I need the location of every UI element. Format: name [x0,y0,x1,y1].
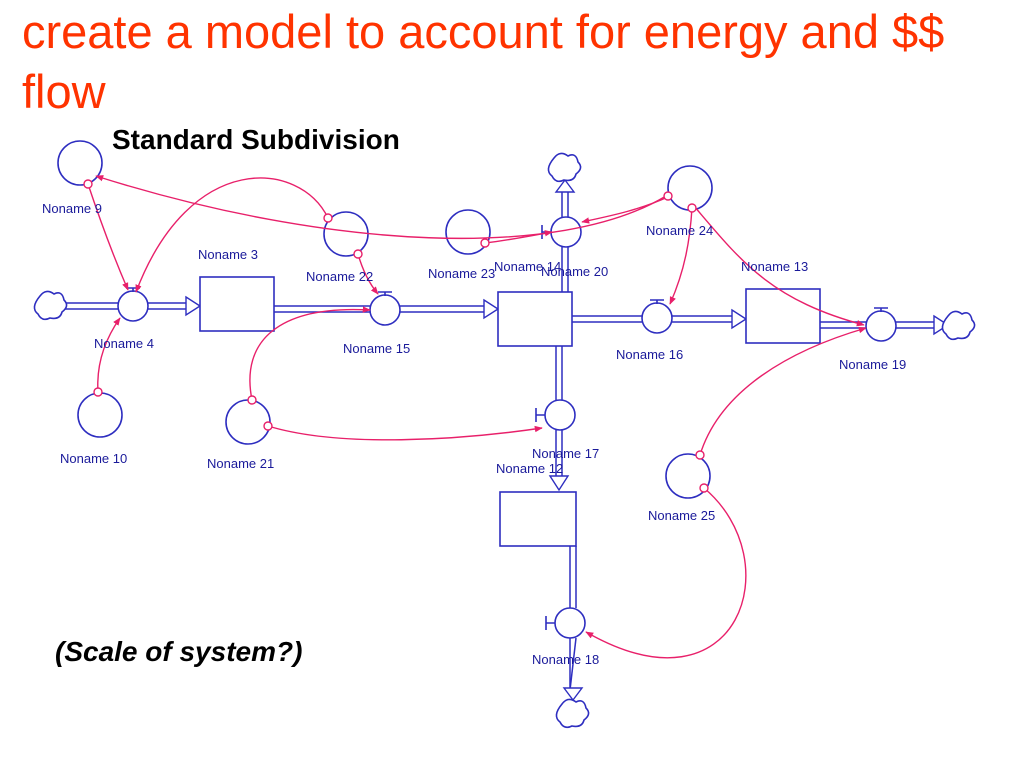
stock-noname-3 [199,276,275,332]
information-links [87,175,867,659]
cloud-icons [33,152,976,729]
label-noname-23: Noname 23 [428,266,495,281]
node-labels: Noname 9 Noname 3 Noname 22 Noname 23 No… [42,201,906,667]
right-cloud-icon [941,310,976,341]
scale-note: (Scale of system?) [55,636,303,667]
label-noname-16: Noname 16 [616,347,683,362]
label-noname-3: Noname 3 [198,247,258,262]
converter-noname-9 [57,140,103,186]
label-noname-14: Noname 14 [494,259,561,274]
label-noname-15: Noname 15 [343,341,410,356]
label-noname-17: Noname 17 [532,446,599,461]
label-noname-4: Noname 4 [94,336,154,351]
converters [57,140,713,499]
label-noname-18: Noname 18 [532,652,599,667]
flow-valves [117,216,897,639]
label-noname-21: Noname 21 [207,456,274,471]
bottom-cloud-icon [555,698,590,729]
label-noname-13: Noname 13 [741,259,808,274]
valve-noname-15 [369,294,401,326]
stock-noname-12 [499,491,577,547]
converter-noname-24 [667,165,713,211]
label-noname-20: Noname 20 [541,264,608,279]
converter-noname-10 [77,392,123,438]
slide-title: create a model to account for energy and… [22,5,945,110]
source-cloud-icon [33,290,68,321]
converter-noname-23 [445,209,491,255]
label-noname-22: Noname 22 [306,269,373,284]
diagram-subtitle: Standard Subdivision [112,124,400,155]
label-noname-10: Noname 10 [60,451,127,466]
flow-arrowheads [185,178,950,702]
valve-noname-16 [641,302,673,334]
label-noname-24: Noname 24 [646,223,713,238]
label-noname-19: Noname 19 [839,357,906,372]
valve-noname-19 [865,310,897,342]
title-area: create a model to account for energy and… [0,0,1024,110]
converter-noname-25 [665,453,711,499]
stocks [199,276,821,547]
label-noname-9: Noname 9 [42,201,102,216]
valve-noname-4 [117,290,149,322]
valve-noname-18 [554,607,586,639]
top-cloud-icon [547,152,582,183]
stock-noname-13 [745,288,821,344]
link-origin-dots [83,179,709,493]
valve-noname-17 [544,399,576,431]
converter-noname-21 [225,399,271,445]
stock-center [497,291,573,347]
label-noname-12: Noname 12 [496,461,563,476]
label-noname-25: Noname 25 [648,508,715,523]
